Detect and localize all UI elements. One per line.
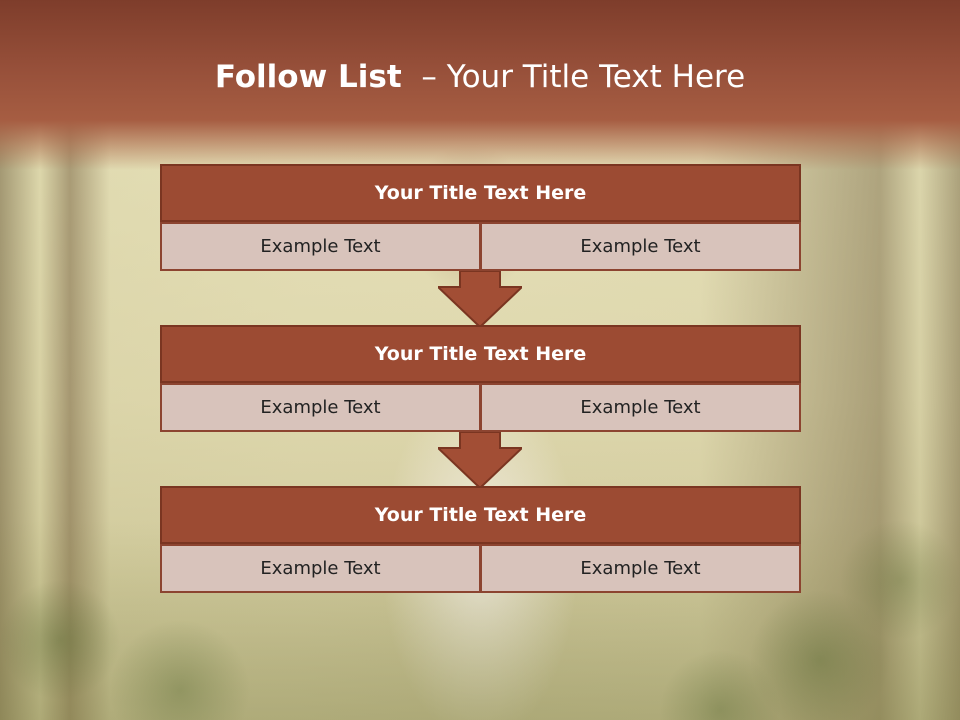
step-title: Your Title Text Here (160, 325, 801, 383)
step-cell-right: Example Text (480, 222, 801, 271)
page-title-rest: – Your Title Text Here (421, 59, 746, 95)
step-cell-right: Example Text (480, 544, 801, 593)
step-box-2: Your Title Text Here Example Text Exampl… (160, 325, 801, 432)
down-arrow-icon (438, 271, 522, 327)
page-title-strong: Follow List (214, 59, 402, 95)
header-band (0, 0, 960, 170)
down-arrow-icon (438, 432, 522, 488)
step-title: Your Title Text Here (160, 486, 801, 544)
page-title: Follow List – Your Title Text Here (0, 52, 960, 102)
step-title: Your Title Text Here (160, 164, 801, 222)
step-cell-right: Example Text (480, 383, 801, 432)
step-box-1: Your Title Text Here Example Text Exampl… (160, 164, 801, 271)
step-cell-left: Example Text (160, 544, 481, 593)
step-box-3: Your Title Text Here Example Text Exampl… (160, 486, 801, 593)
step-cell-left: Example Text (160, 222, 481, 271)
step-cell-left: Example Text (160, 383, 481, 432)
